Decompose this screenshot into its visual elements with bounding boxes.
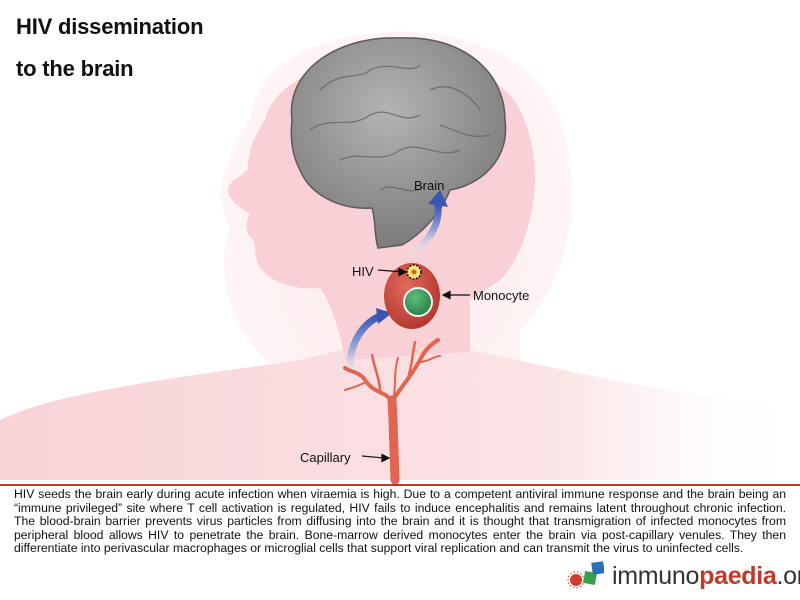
label-monocyte: Monocyte: [473, 288, 530, 303]
monocyte-nucleus: [403, 287, 433, 317]
brain-shape: [290, 37, 507, 249]
diagram-illustration: [0, 31, 800, 484]
label-capillary: Capillary: [300, 450, 351, 465]
label-brain: Brain: [414, 178, 445, 193]
capillary-vessel: [343, 338, 441, 484]
label-hiv: HIV: [352, 264, 374, 279]
brand-wordmark: immunopaedia.org: [612, 562, 800, 591]
brand-logo[interactable]: immunopaedia.org: [567, 560, 800, 594]
brain-folds: [309, 64, 491, 192]
body-silhouette: [0, 350, 800, 480]
logo-cubes-icon: [567, 561, 604, 589]
brand-part2: paedia: [699, 562, 777, 590]
divider-line: [0, 484, 800, 486]
description-text: HIV seeds the brain early during acute i…: [14, 487, 786, 556]
hiv-core: [411, 269, 417, 275]
diagram-title-line1: HIV dissemination: [16, 14, 204, 39]
diagram-title-line2: to the brain: [16, 56, 134, 81]
brand-part1: immuno: [612, 562, 700, 590]
label-pointers: [361, 267, 470, 463]
arrow-to-brain: [401, 201, 442, 262]
arrow-to-brain-head: [428, 190, 448, 207]
brand-part3: .org: [776, 562, 800, 590]
